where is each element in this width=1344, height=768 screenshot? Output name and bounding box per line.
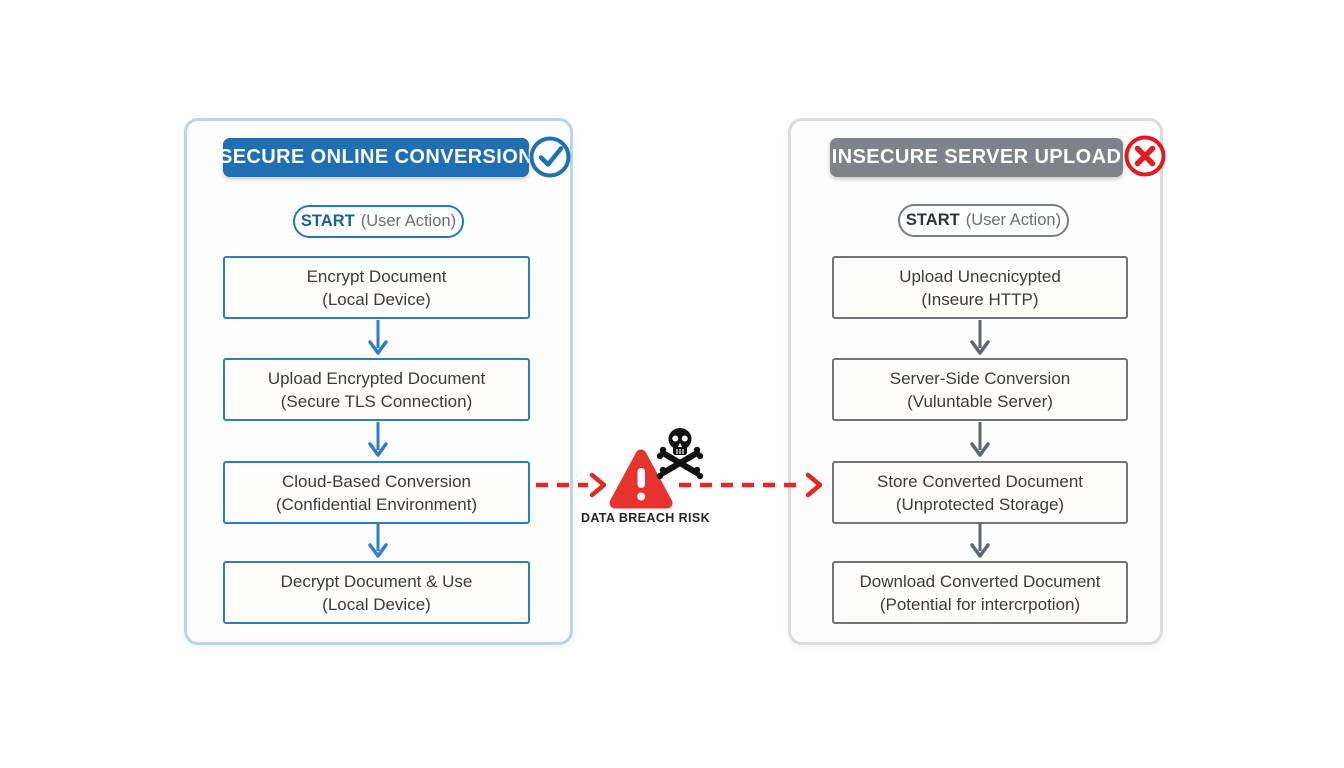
secure-step-conversion: Cloud-Based Conversion (Confidential Env… bbox=[223, 461, 530, 524]
step-line1: Cloud-Based Conversion bbox=[282, 471, 471, 491]
breach-arrow-left bbox=[536, 472, 607, 498]
down-arrow-icon bbox=[368, 320, 388, 355]
down-arrow-icon bbox=[368, 422, 388, 457]
down-arrow-icon bbox=[970, 320, 990, 355]
down-arrow-icon bbox=[368, 523, 388, 558]
secure-flow-title: SECURE ONLINE CONVERSION bbox=[219, 138, 533, 177]
secure-start-node: START (User Action) bbox=[293, 205, 464, 238]
step-line1: Upload Unecnicypted bbox=[899, 266, 1061, 286]
step-line2: (Secure TLS Connection) bbox=[280, 391, 473, 411]
insecure-start-node: START (User Action) bbox=[898, 204, 1069, 237]
start-sublabel: (User Action) bbox=[360, 212, 457, 230]
step-line2: (Potential for intercrpotion) bbox=[879, 594, 1081, 614]
step-line1: Download Converted Document bbox=[859, 571, 1101, 591]
step-line1: Decrypt Document & Use bbox=[280, 571, 473, 591]
step-line1: Upload Encrypted Document bbox=[267, 368, 486, 388]
step-line2: (Confidential Environment) bbox=[275, 494, 478, 514]
insecure-step-upload: Upload Unecnicypted (Inseure HTTP) bbox=[832, 256, 1128, 319]
step-line1: Store Converted Document bbox=[877, 471, 1083, 491]
secure-step-encrypt: Encrypt Document (Local Device) bbox=[223, 256, 530, 319]
data-breach-hazard bbox=[536, 428, 823, 509]
secure-step-upload: Upload Encrypted Document (Secure TLS Co… bbox=[223, 358, 530, 421]
insecure-step-store: Store Converted Document (Unprotected St… bbox=[832, 461, 1128, 524]
step-line2: (Unprotected Storage) bbox=[895, 494, 1065, 514]
secure-step-decrypt: Decrypt Document & Use (Local Device) bbox=[223, 561, 530, 624]
start-sublabel: (User Action) bbox=[965, 211, 1062, 229]
check-circle-icon bbox=[529, 136, 571, 178]
step-line1: Encrypt Document bbox=[306, 266, 447, 286]
step-line2: (Vuluntable Server) bbox=[907, 391, 1053, 411]
insecure-flow-panel: INSECURE SERVER UPLOAD START (User Actio… bbox=[788, 118, 1166, 645]
insecure-step-conversion: Server-Side Conversion (Vuluntable Serve… bbox=[832, 358, 1128, 421]
breach-arrow-right bbox=[679, 472, 823, 498]
down-arrow-icon bbox=[970, 523, 990, 558]
warning-triangle-icon bbox=[609, 449, 673, 509]
insecure-step-download: Download Converted Document (Potential f… bbox=[832, 561, 1128, 624]
step-line1: Server-Side Conversion bbox=[889, 368, 1071, 388]
data-breach-risk-label: DATA BREACH RISK bbox=[580, 511, 711, 525]
start-label: START bbox=[905, 211, 960, 229]
start-label: START bbox=[300, 212, 355, 230]
step-line2: (Local Device) bbox=[322, 594, 431, 614]
step-line2: (Inseure HTTP) bbox=[921, 289, 1039, 309]
step-line2: (Local Device) bbox=[322, 289, 431, 309]
secure-flow-panel: SECURE ONLINE CONVERSION START (User Act… bbox=[184, 118, 573, 645]
skull-crossbones-icon bbox=[656, 428, 704, 480]
down-arrow-icon bbox=[970, 422, 990, 457]
insecure-flow-title: INSECURE SERVER UPLOAD bbox=[830, 138, 1123, 177]
x-circle-icon bbox=[1124, 135, 1166, 177]
